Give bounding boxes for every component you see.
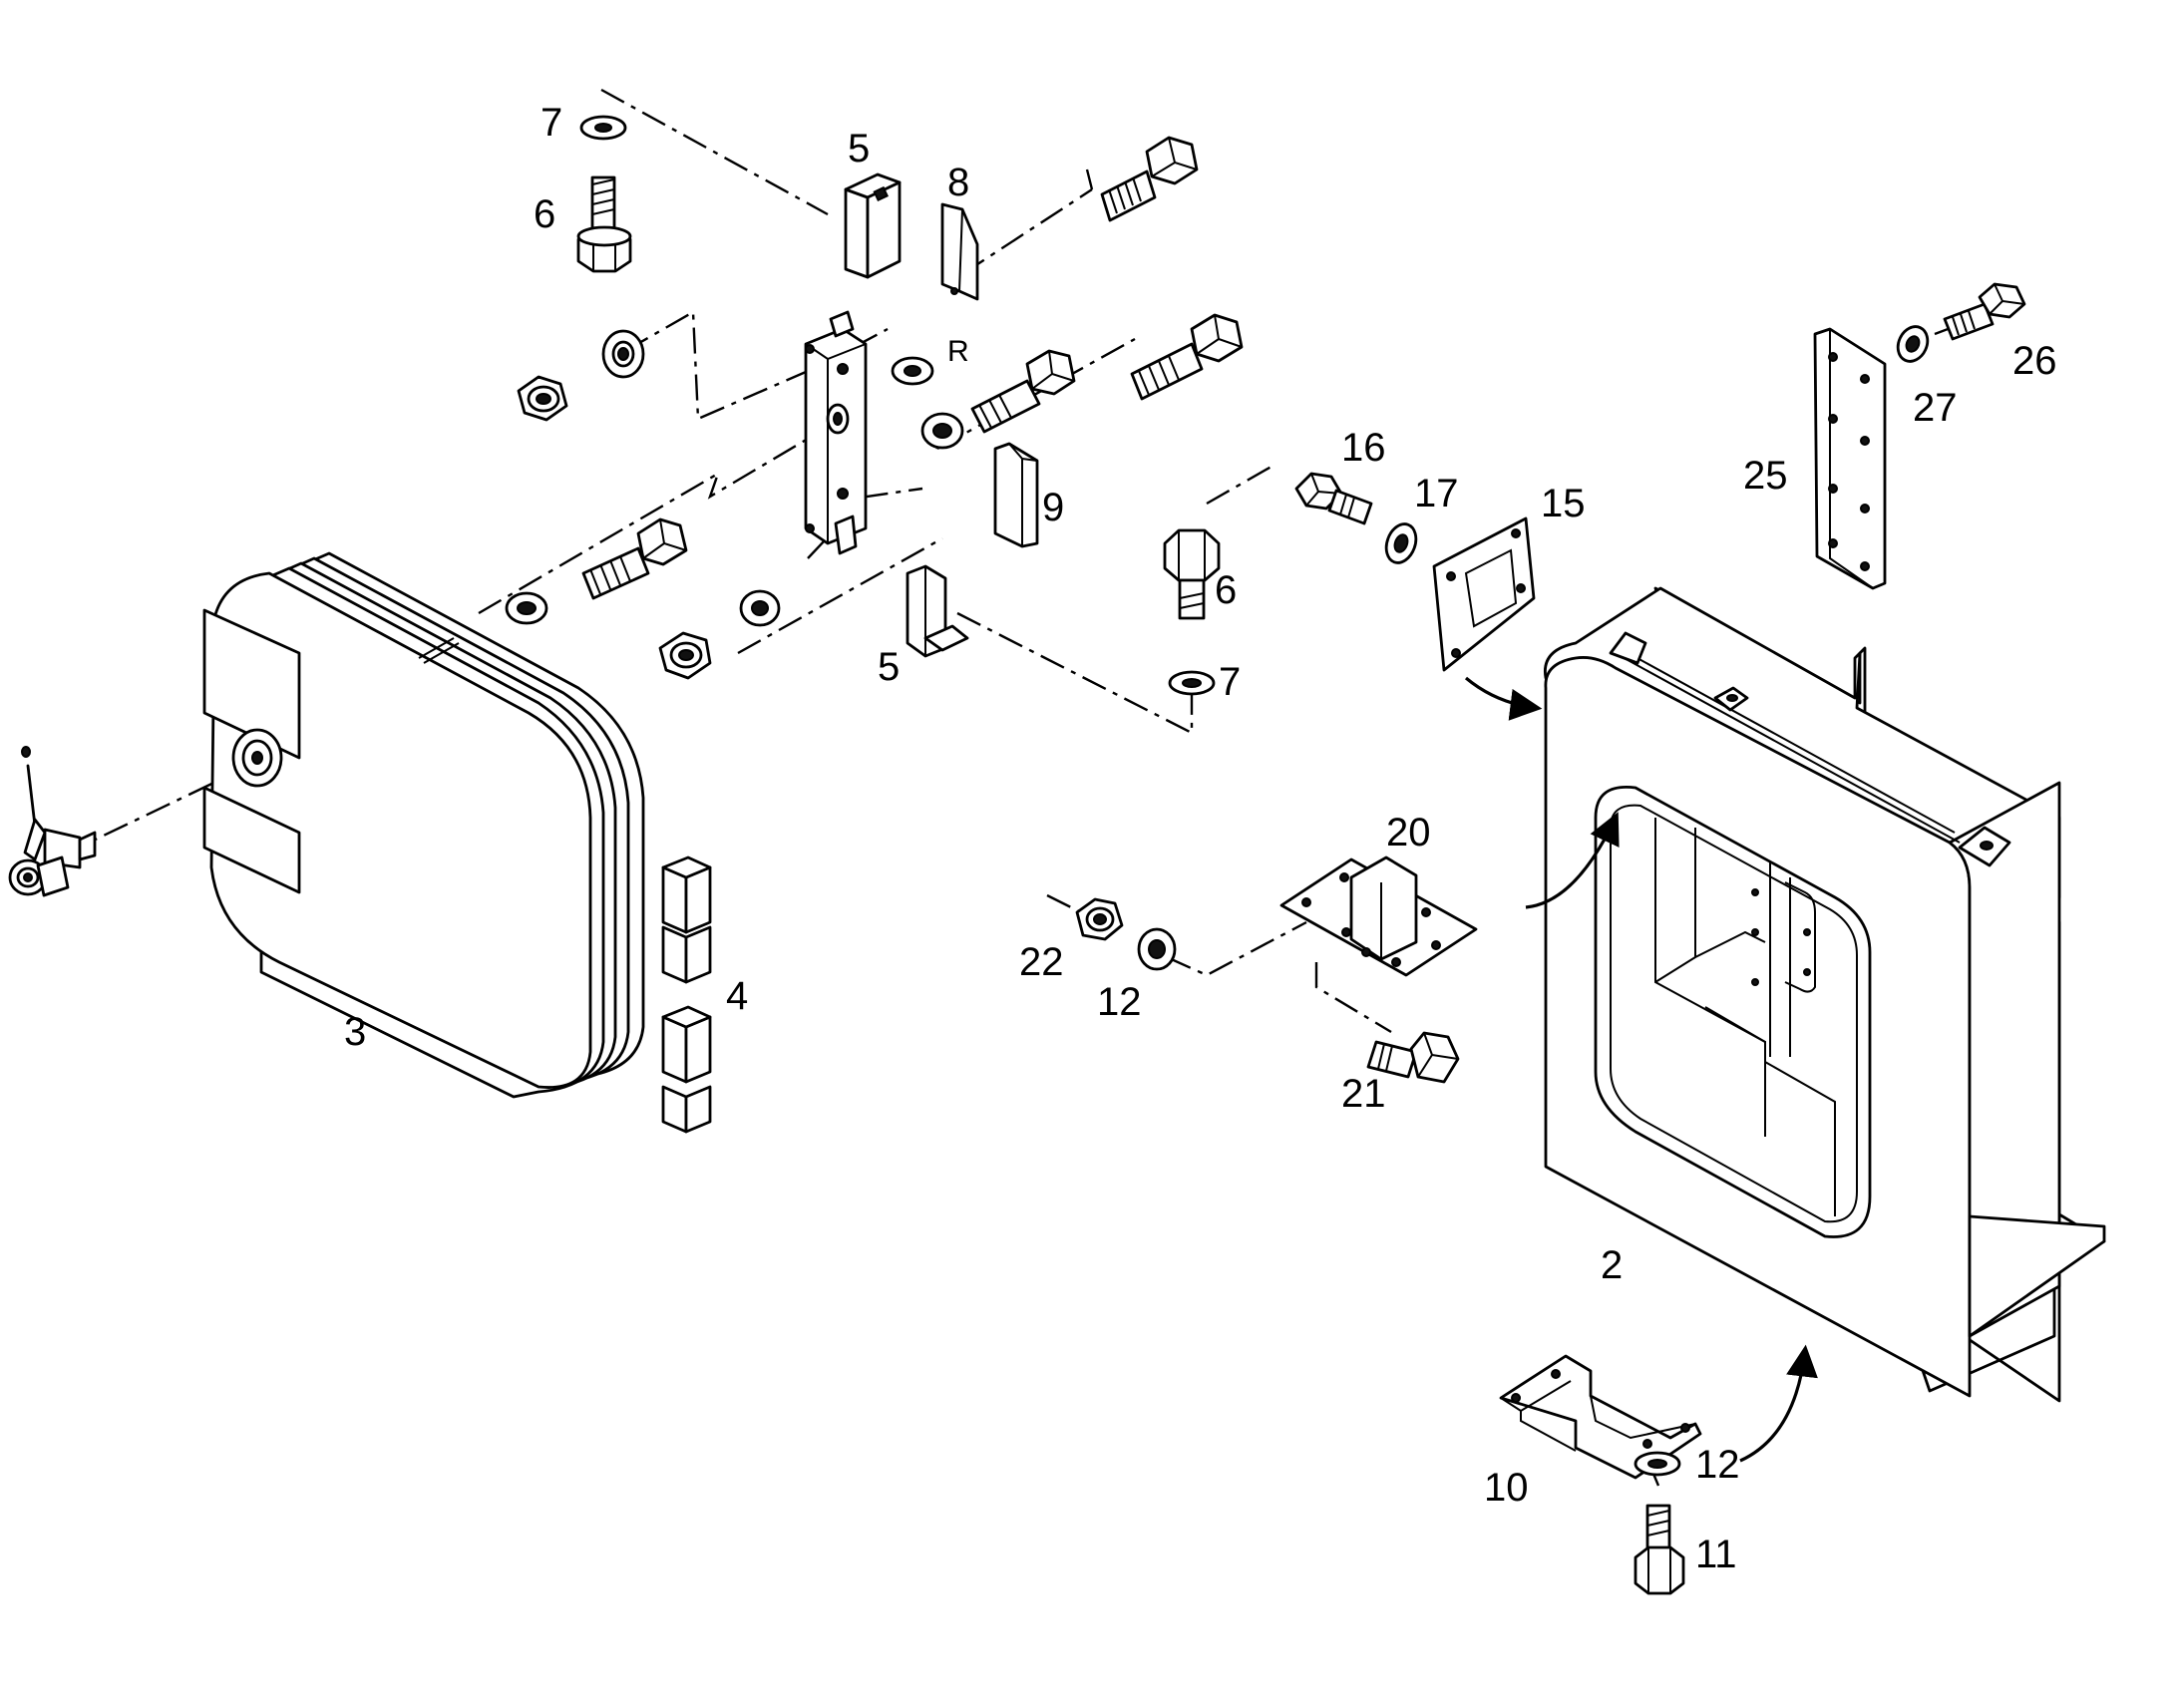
callout-21: 21 bbox=[1341, 1072, 1386, 1116]
callout-r: R bbox=[947, 335, 969, 368]
plate-25 bbox=[1813, 327, 1887, 590]
callout-8: 8 bbox=[947, 161, 969, 204]
callout-26: 26 bbox=[2012, 339, 2057, 383]
callout-6-top: 6 bbox=[534, 192, 555, 236]
washer-middle bbox=[920, 412, 964, 450]
nut-22 bbox=[1075, 897, 1124, 941]
washer-lower bbox=[739, 589, 781, 627]
callout-25: 25 bbox=[1743, 454, 1788, 498]
hinge-plate bbox=[804, 310, 868, 555]
callout-20: 20 bbox=[1386, 811, 1431, 854]
bracket-5-bottom bbox=[906, 564, 969, 658]
callout-4: 4 bbox=[726, 974, 748, 1018]
callout-15: 15 bbox=[1541, 482, 1586, 525]
bolt-26 bbox=[1943, 282, 2026, 341]
bracket-10 bbox=[1499, 1354, 1702, 1480]
nut-left-upper bbox=[517, 375, 568, 422]
nut-lower bbox=[658, 631, 712, 680]
callouts: 7 6 5 8 9 6 5 7 16 17 15 25 26 27 3 4 2 … bbox=[344, 101, 2057, 1576]
bolt-upper-right bbox=[1100, 136, 1199, 222]
callout-5-bottom: 5 bbox=[878, 645, 900, 689]
washer-r bbox=[891, 356, 934, 386]
washer-17 bbox=[1384, 522, 1418, 564]
clips-4 bbox=[661, 855, 712, 1134]
callout-11: 11 bbox=[1695, 1533, 1737, 1576]
washer-12-mid bbox=[1137, 927, 1177, 971]
callout-7-right: 7 bbox=[1219, 660, 1241, 704]
plate-8 bbox=[940, 202, 979, 301]
callout-10: 10 bbox=[1484, 1466, 1529, 1510]
bolt-16 bbox=[1294, 472, 1373, 525]
bolt-middle bbox=[970, 349, 1076, 434]
door-lock bbox=[231, 728, 283, 788]
callout-9: 9 bbox=[1042, 486, 1064, 529]
callout-6-right: 6 bbox=[1215, 568, 1237, 612]
bolt-21 bbox=[1366, 1031, 1460, 1084]
callout-5-top: 5 bbox=[848, 127, 870, 171]
washer-7-right bbox=[1168, 670, 1216, 696]
callout-7-top: 7 bbox=[541, 101, 562, 145]
bolt-6-right bbox=[1163, 528, 1221, 620]
washer-7-top bbox=[579, 115, 627, 141]
plate-15 bbox=[1432, 516, 1536, 672]
callout-17: 17 bbox=[1414, 472, 1459, 515]
bracket-5-top bbox=[844, 172, 902, 279]
washer-left-upper bbox=[601, 329, 645, 379]
door-panel-3 bbox=[202, 551, 645, 1099]
callout-27: 27 bbox=[1913, 386, 1958, 430]
callout-16: 16 bbox=[1341, 426, 1386, 470]
callout-2: 2 bbox=[1601, 1243, 1623, 1287]
bracket-20 bbox=[1279, 855, 1478, 977]
washer-12-low bbox=[1634, 1451, 1681, 1477]
bolt-right-long bbox=[1130, 313, 1244, 401]
bolt-6-top bbox=[576, 175, 632, 273]
housing-2 bbox=[1543, 586, 2106, 1403]
callout-22: 22 bbox=[1019, 940, 1064, 984]
callout-12-mid: 12 bbox=[1097, 980, 1142, 1024]
arrows bbox=[1464, 676, 1818, 1463]
washer-lower-left bbox=[505, 591, 548, 625]
bolt-lower-left bbox=[581, 517, 688, 600]
bolt-11 bbox=[1634, 1504, 1685, 1595]
washer-27 bbox=[1896, 325, 1930, 363]
callout-3: 3 bbox=[344, 1010, 366, 1054]
callout-12-low: 12 bbox=[1695, 1443, 1740, 1487]
plate-9 bbox=[993, 442, 1039, 548]
key-handle bbox=[8, 746, 97, 897]
